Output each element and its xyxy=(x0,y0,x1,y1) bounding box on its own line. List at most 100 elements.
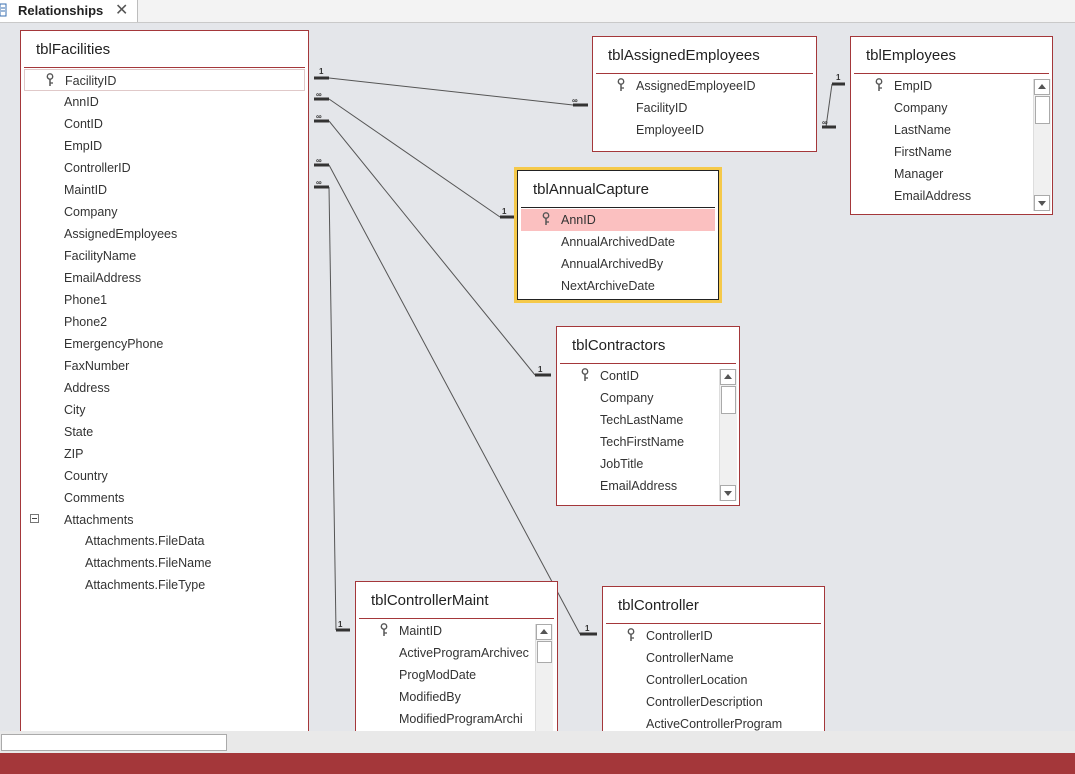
field-list: EmpID Company LastName FirstName Manager… xyxy=(854,75,1051,214)
table-tblcontractors[interactable]: tblContractors ContID Company TechLastNa… xyxy=(556,326,740,506)
field-annualarchiveddate[interactable]: AnnualArchivedDate xyxy=(561,235,675,249)
field-comments[interactable]: Comments xyxy=(64,491,125,505)
field-faxnumber[interactable]: FaxNumber xyxy=(64,359,130,373)
field-annualarchivedby[interactable]: AnnualArchivedBy xyxy=(561,257,664,271)
table-title[interactable]: tblContractors xyxy=(572,337,666,354)
vertical-scrollbar[interactable] xyxy=(719,369,737,501)
field-contid[interactable]: ContID xyxy=(560,365,716,387)
key-icon xyxy=(875,78,883,91)
field-activeprogramarchive[interactable]: ActiveProgramArchivec xyxy=(399,646,529,660)
field-phone1[interactable]: Phone1 xyxy=(64,293,108,307)
scroll-thumb[interactable] xyxy=(721,386,736,414)
field-state[interactable]: State xyxy=(64,425,94,439)
table-title[interactable]: tblController xyxy=(618,597,699,614)
field-list: FacilityID AnnID ContID EmpID Controller… xyxy=(24,69,305,731)
field-company[interactable]: Company xyxy=(894,101,948,115)
field-controllername[interactable]: ControllerName xyxy=(646,651,734,665)
field-city[interactable]: City xyxy=(64,403,86,417)
field-facilityid[interactable]: FacilityID xyxy=(636,101,688,115)
key-icon xyxy=(380,623,388,636)
key-icon xyxy=(542,212,550,225)
collapse-icon[interactable] xyxy=(30,514,39,523)
field-emailaddress[interactable]: EmailAddress xyxy=(894,189,972,203)
scroll-thumb[interactable] xyxy=(537,641,552,663)
field-attachments[interactable]: Attachments xyxy=(24,509,305,531)
field-techfirstname[interactable]: TechFirstName xyxy=(600,435,685,449)
field-emailaddress[interactable]: EmailAddress xyxy=(64,271,142,285)
horizontal-scrollbar[interactable] xyxy=(1,734,227,751)
table-title[interactable]: tblEmployees xyxy=(866,47,957,64)
tab-relationships[interactable]: Relationships ✕ xyxy=(0,0,138,22)
close-icon[interactable]: ✕ xyxy=(115,2,129,19)
field-facilityid[interactable]: FacilityID xyxy=(24,69,305,91)
field-controllerdescription[interactable]: ControllerDescription xyxy=(646,695,763,709)
table-title[interactable]: tblAnnualCapture xyxy=(533,181,649,198)
field-activecontrollerprogram[interactable]: ActiveControllerProgram xyxy=(646,717,783,731)
field-emailaddress[interactable]: EmailAddress xyxy=(600,479,678,493)
field-manager[interactable]: Manager xyxy=(894,167,944,181)
field-maintid[interactable]: MaintID xyxy=(359,620,532,642)
key-icon xyxy=(617,78,625,91)
field-jobtitle[interactable]: JobTitle xyxy=(600,457,644,471)
field-phone2[interactable]: Phone2 xyxy=(64,315,108,329)
field-techlastname[interactable]: TechLastName xyxy=(600,413,684,427)
scroll-thumb[interactable] xyxy=(1035,96,1050,124)
field-attachments-filename[interactable]: Attachments.FileName xyxy=(85,556,212,570)
table-title[interactable]: tblControllerMaint xyxy=(371,592,489,609)
field-firstname[interactable]: FirstName xyxy=(894,145,952,159)
field-assignedemployeeid[interactable]: AssignedEmployeeID xyxy=(596,75,813,97)
table-tblannualcapture[interactable]: tblAnnualCapture AnnID AnnualArchivedDat… xyxy=(514,167,722,303)
key-icon xyxy=(627,628,635,641)
field-facilityname[interactable]: FacilityName xyxy=(64,249,137,263)
table-tblassignedemployees[interactable]: tblAssignedEmployees AssignedEmployeeID … xyxy=(592,36,817,152)
field-assignedemployees[interactable]: AssignedEmployees xyxy=(64,227,178,241)
field-list: MaintID ActiveProgramArchivec ProgModDat… xyxy=(359,620,554,731)
table-tblfacilities[interactable]: tblFacilities FacilityID AnnID ContID Em… xyxy=(20,30,309,731)
table-tblemployees[interactable]: tblEmployees EmpID Company LastName Firs… xyxy=(850,36,1053,215)
field-list: AssignedEmployeeID FacilityID EmployeeID xyxy=(596,75,813,151)
field-annid[interactable]: AnnID xyxy=(64,95,99,109)
field-attachments-filedata[interactable]: Attachments.FileData xyxy=(85,534,205,548)
relationships-icon xyxy=(0,3,7,17)
field-progmoddate[interactable]: ProgModDate xyxy=(399,668,477,682)
table-tblcontroller[interactable]: tblController ControllerID ControllerNam… xyxy=(602,586,825,731)
vertical-scrollbar[interactable] xyxy=(1033,79,1051,211)
field-employeeid[interactable]: EmployeeID xyxy=(636,123,705,137)
field-modifiedprogramarchive[interactable]: ModifiedProgramArchi xyxy=(399,712,523,726)
field-address[interactable]: Address xyxy=(64,381,110,395)
scroll-up-icon[interactable] xyxy=(720,369,736,385)
key-icon xyxy=(46,73,54,86)
field-nextarchivedate[interactable]: NextArchiveDate xyxy=(561,279,655,293)
vertical-scrollbar[interactable] xyxy=(535,624,553,731)
field-attachments-filetype[interactable]: Attachments.FileType xyxy=(85,578,206,592)
scroll-down-icon[interactable] xyxy=(1034,195,1050,211)
field-list: ControllerID ControllerName ControllerLo… xyxy=(606,625,821,731)
field-controllerid[interactable]: ControllerID xyxy=(606,625,821,647)
field-controllerlocation[interactable]: ControllerLocation xyxy=(646,673,748,687)
table-title[interactable]: tblAssignedEmployees xyxy=(608,47,760,64)
field-company[interactable]: Company xyxy=(64,205,118,219)
field-empid[interactable]: EmpID xyxy=(64,139,103,153)
document-tab-bar: Relationships ✕ xyxy=(0,0,1075,23)
field-list: AnnID AnnualArchivedDate AnnualArchivedB… xyxy=(521,209,715,299)
table-title[interactable]: tblFacilities xyxy=(36,41,111,58)
table-tblcontrollermaint[interactable]: tblControllerMaint MaintID ActiveProgram… xyxy=(355,581,558,731)
field-list: ContID Company TechLastName TechFirstNam… xyxy=(560,365,737,505)
key-icon xyxy=(581,368,589,381)
field-modifiedby[interactable]: ModifiedBy xyxy=(399,690,461,704)
field-controllerid[interactable]: ControllerID xyxy=(64,161,131,175)
app-footer-bar xyxy=(0,753,1075,774)
field-zip[interactable]: ZIP xyxy=(64,447,84,461)
field-lastname[interactable]: LastName xyxy=(894,123,951,137)
scroll-up-icon[interactable] xyxy=(1034,79,1050,95)
field-contid[interactable]: ContID xyxy=(64,117,103,131)
tab-label: Relationships xyxy=(18,3,104,18)
field-empid[interactable]: EmpID xyxy=(854,75,1029,97)
field-company[interactable]: Company xyxy=(600,391,654,405)
scroll-up-icon[interactable] xyxy=(536,624,552,640)
scroll-down-icon[interactable] xyxy=(720,485,736,501)
field-country[interactable]: Country xyxy=(64,469,108,483)
field-emergencyphone[interactable]: EmergencyPhone xyxy=(64,337,164,351)
field-annid[interactable]: AnnID xyxy=(521,209,715,231)
field-maintid[interactable]: MaintID xyxy=(64,183,108,197)
